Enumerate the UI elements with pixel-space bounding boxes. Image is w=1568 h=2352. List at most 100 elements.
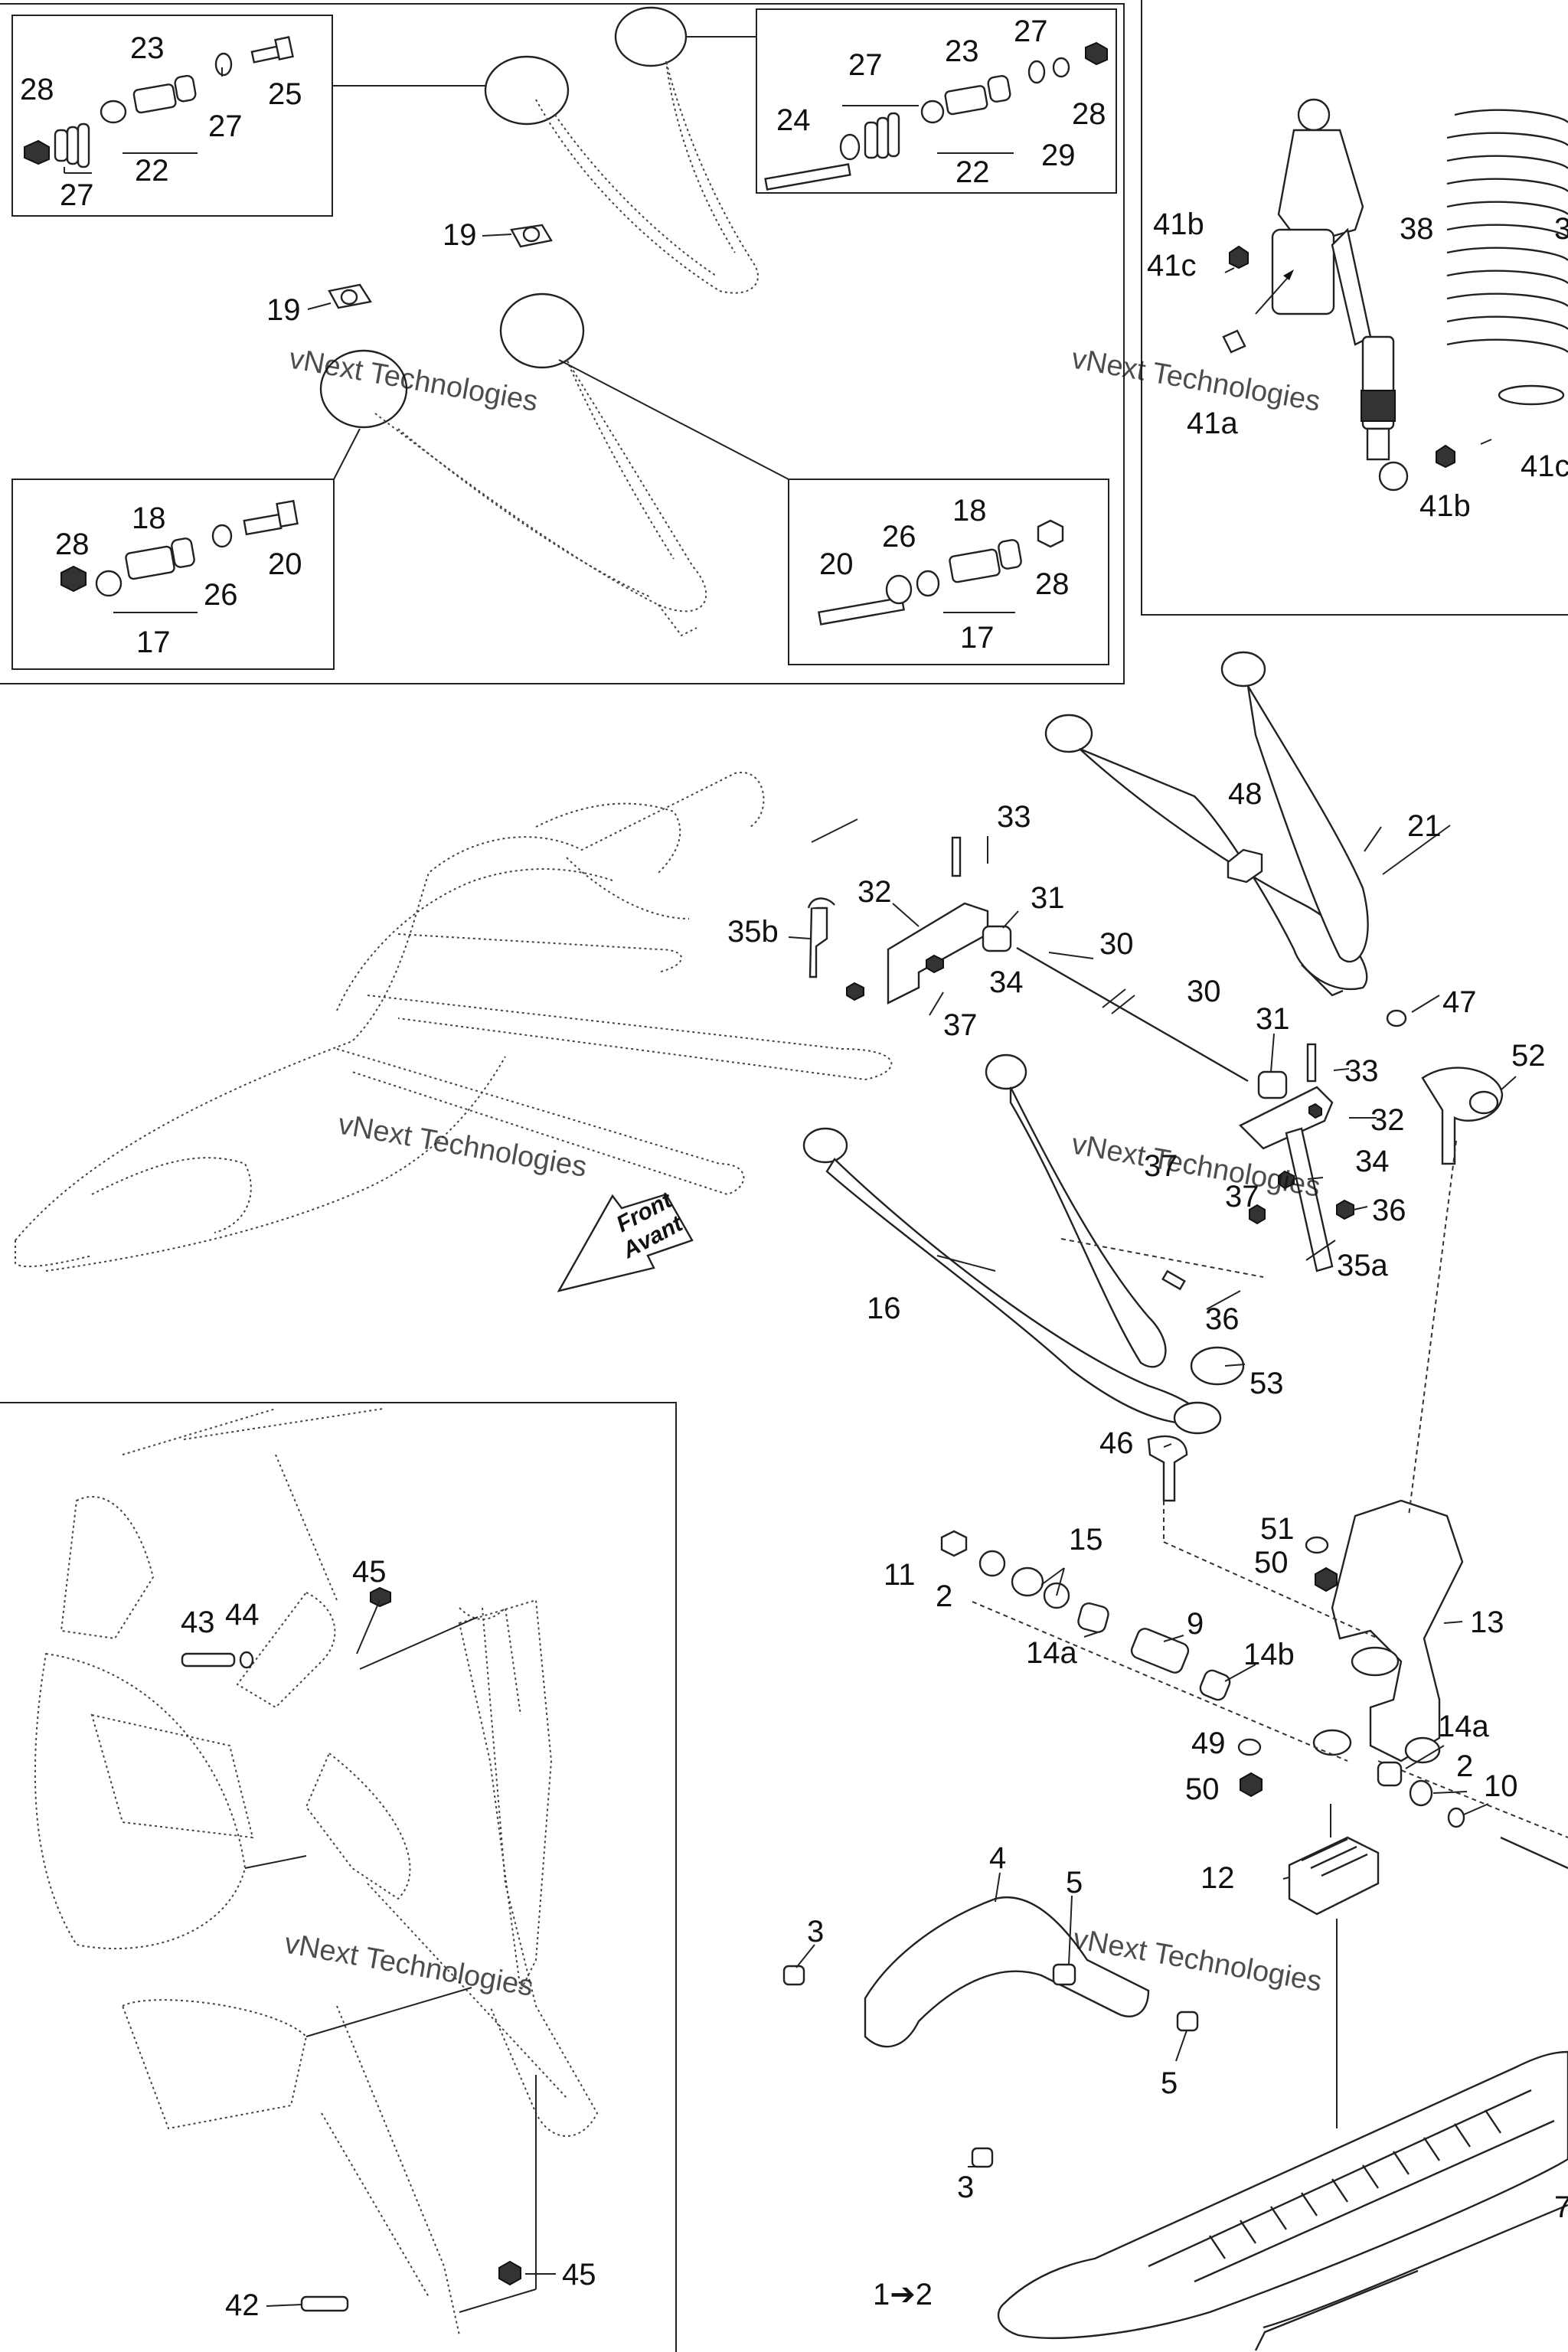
callout-35b: 35b xyxy=(727,915,779,949)
callout-2: 2 xyxy=(1456,1749,1473,1783)
callout-38: 38 xyxy=(1400,212,1434,246)
callout-33: 33 xyxy=(1344,1054,1379,1088)
ski-handle-4 xyxy=(864,1896,1150,2048)
lower-a-arm-dotted xyxy=(319,292,707,637)
detail-box-upper-arm-left xyxy=(11,15,333,217)
callout-14b: 14b xyxy=(1243,1638,1295,1671)
callout-25: 25 xyxy=(268,77,302,111)
callout-34: 34 xyxy=(989,965,1024,999)
callout-46: 46 xyxy=(1099,1426,1134,1460)
knuckle-hardware xyxy=(940,1530,1568,1870)
callout-leaders xyxy=(221,67,1517,2167)
shock-arrow-head xyxy=(1283,270,1294,280)
callout-7: 7 xyxy=(1554,2190,1568,2224)
callout-28: 28 xyxy=(20,73,54,106)
spring-39 xyxy=(1446,109,1568,406)
lower-left-hardware xyxy=(181,1586,521,2312)
chassis-frame-dotted xyxy=(15,771,893,1272)
callout-33: 33 xyxy=(997,800,1031,834)
callout-32: 32 xyxy=(1370,1103,1405,1137)
callout-4: 4 xyxy=(989,1841,1006,1875)
callout-24: 24 xyxy=(776,103,811,137)
callout-41c: 41c xyxy=(1521,449,1568,483)
washer-19-left xyxy=(328,283,372,309)
callout-2: 2 xyxy=(936,1579,952,1613)
wear-pad-12 xyxy=(1288,1836,1380,1916)
callout-45: 45 xyxy=(562,2258,596,2292)
callout-27: 27 xyxy=(848,48,883,82)
callout-50: 50 xyxy=(1254,1546,1289,1579)
callout-11: 11 xyxy=(884,1558,916,1592)
callout-3: 3 xyxy=(807,1915,824,1949)
lower-left-shock-dotted xyxy=(458,1599,553,1994)
hardware-stack-22-right xyxy=(764,41,1108,191)
upper-a-arm-dotted xyxy=(484,6,759,294)
front-direction-arrow xyxy=(557,1193,694,1292)
lower-left-leaders xyxy=(244,1599,537,2313)
callout-20: 20 xyxy=(819,547,854,581)
callout-45: 45 xyxy=(352,1555,387,1589)
callout-37: 37 xyxy=(1225,1180,1259,1214)
callout-28: 28 xyxy=(55,528,90,561)
callout-39: 3 xyxy=(1554,212,1568,246)
callout-47: 47 xyxy=(1442,985,1477,1019)
lower-left-inset-frame xyxy=(0,1402,677,2352)
callout-21: 21 xyxy=(1407,809,1442,843)
callout-30: 30 xyxy=(1187,975,1221,1008)
callout-50: 50 xyxy=(1185,1772,1220,1806)
callout-19: 19 xyxy=(266,293,301,327)
detail-box-lower-arm-right xyxy=(788,479,1109,665)
hardware-stack-17-right xyxy=(818,519,1064,626)
callout-19: 19 xyxy=(443,218,477,252)
callout-32: 32 xyxy=(858,875,892,909)
callout-44: 44 xyxy=(225,1598,260,1632)
upper-left-inset-frame xyxy=(0,3,1125,684)
ball-joints xyxy=(1147,848,1504,1502)
callout-34: 34 xyxy=(1355,1145,1390,1178)
callout-26: 26 xyxy=(204,578,238,612)
callout-27: 27 xyxy=(1014,15,1048,48)
callout-37: 37 xyxy=(943,1008,978,1042)
callout-10: 10 xyxy=(1484,1769,1518,1803)
callout-18: 18 xyxy=(132,501,166,535)
callout-41a: 41a xyxy=(1187,407,1238,440)
callout-3: 3 xyxy=(957,2171,974,2204)
callout-41c: 41c xyxy=(1147,249,1197,283)
callout-37: 37 xyxy=(1144,1149,1178,1183)
watermark: vNext Technologies xyxy=(282,1928,535,2003)
callout-1-2: 1➔2 xyxy=(873,2278,933,2311)
callout-29: 29 xyxy=(1041,139,1076,172)
lower-left-chassis-dotted xyxy=(34,1408,599,2336)
stabilizer-link-hardware xyxy=(807,836,1354,1291)
callout-23: 23 xyxy=(130,31,165,65)
leader-lower-left xyxy=(333,428,361,480)
callout-27: 27 xyxy=(208,109,243,143)
callout-51: 51 xyxy=(1260,1512,1295,1546)
callout-30: 30 xyxy=(1099,927,1134,961)
callout-14a: 14a xyxy=(1026,1636,1077,1670)
callout-28: 28 xyxy=(1072,97,1106,131)
callout-27: 27 xyxy=(60,178,94,212)
box-bracket-lines xyxy=(64,105,1015,613)
callout-15: 15 xyxy=(1069,1523,1103,1557)
detail-box-upper-arm-right xyxy=(756,8,1117,194)
washer-19-top xyxy=(510,224,553,248)
callout-14a: 14a xyxy=(1438,1710,1489,1743)
hardware-stack-17-left xyxy=(60,499,299,597)
callout-5: 5 xyxy=(1066,1866,1083,1900)
callout-43: 43 xyxy=(181,1606,215,1639)
leader-42 xyxy=(266,2304,302,2307)
shock-hardware-41 xyxy=(1222,245,1492,469)
callout-48: 48 xyxy=(1228,777,1263,811)
callout-42: 42 xyxy=(225,2288,260,2322)
callout-23: 23 xyxy=(945,34,979,68)
callout-53: 53 xyxy=(1250,1367,1284,1400)
callout-35a: 35a xyxy=(1337,1249,1388,1282)
callout-28: 28 xyxy=(1035,567,1070,601)
callout-22: 22 xyxy=(956,155,990,189)
callout-31: 31 xyxy=(1256,1002,1290,1036)
callout-22: 22 xyxy=(135,154,169,188)
callout-12: 12 xyxy=(1200,1861,1235,1895)
upper-a-arm-21 xyxy=(1044,651,1369,997)
